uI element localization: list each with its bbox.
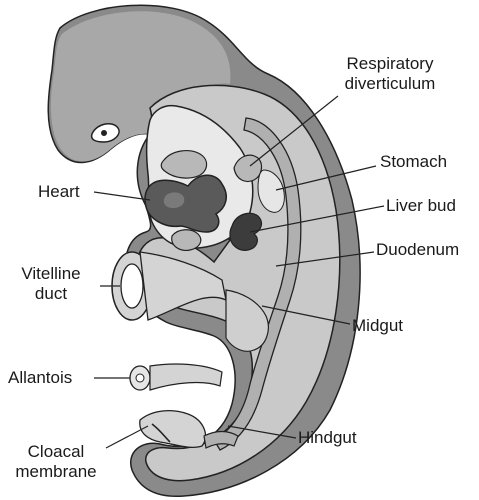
label-vitelline-line1: Vitelline <box>21 264 81 283</box>
heart-lumen <box>163 192 185 209</box>
leader-midgut <box>261 305 351 325</box>
allantois-duct <box>149 363 223 391</box>
label-heart: Heart <box>38 182 80 201</box>
leader-stomach <box>275 165 377 191</box>
label-cloacal-membrane: Cloacal membrane <box>6 442 106 482</box>
vitelline-duct-inner <box>120 263 144 309</box>
label-vitelline-duct: Vitelline duct <box>6 264 96 304</box>
label-cloacal-line2: membrane <box>15 462 97 481</box>
label-allantois: Allantois <box>8 368 73 387</box>
head-region <box>50 11 231 162</box>
label-hindgut: Hindgut <box>298 428 357 447</box>
cloacal-region <box>139 409 207 448</box>
gut-tube <box>213 117 302 451</box>
hindgut-terminal <box>203 430 239 449</box>
leader-respiratory <box>249 95 339 167</box>
midgut-loop <box>225 289 269 352</box>
liver-bud-shape <box>229 212 263 251</box>
foregut-lower <box>171 229 202 251</box>
otic-vesicle-center <box>101 130 107 136</box>
label-duodenum: Duodenum <box>376 240 460 259</box>
leader-cloacal <box>105 425 149 449</box>
foregut-upper <box>160 150 208 179</box>
heart-shape <box>144 174 228 233</box>
label-respiratory-line1: Respiratory <box>346 54 434 73</box>
leader-duodenum <box>275 251 375 267</box>
label-respiratory-line2: diverticulum <box>344 74 436 93</box>
cloacal-membrane-line <box>151 423 171 443</box>
allantois-lumen <box>135 373 145 383</box>
label-stomach: Stomach <box>380 152 448 171</box>
label-cloacal-line1: Cloacal <box>27 442 85 461</box>
label-vitelline-line2: duct <box>34 284 68 303</box>
leader-heart <box>93 191 151 201</box>
leader-liver-bud <box>249 205 385 233</box>
label-midgut: Midgut <box>352 316 404 335</box>
label-liver-bud: Liver bud <box>386 196 456 215</box>
leader-hindgut <box>227 425 297 439</box>
leader-lines <box>93 95 385 449</box>
stomach-lumen <box>257 169 285 213</box>
label-respiratory-diverticulum: Respiratory diverticulum <box>330 54 450 94</box>
